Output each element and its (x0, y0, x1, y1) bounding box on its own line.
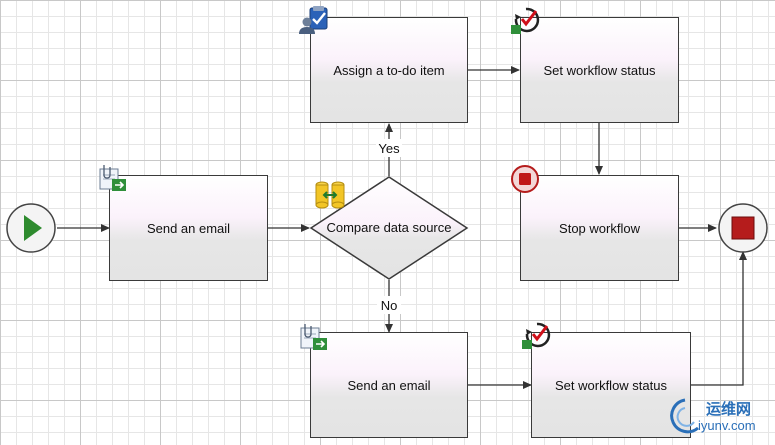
watermark: 运维网 iyunv.com (668, 396, 772, 442)
decision-node[interactable]: Compare data source (309, 176, 469, 281)
set-status-icon (511, 7, 540, 34)
watermark-cn: 运维网 (706, 401, 752, 418)
send-email-label-1: Send an email (146, 220, 231, 236)
stop-workflow-icon (511, 165, 539, 193)
watermark-en: iyunv.com (698, 418, 756, 433)
email-attachment-icon (300, 324, 327, 350)
stop-workflow-node[interactable]: Stop workflow (520, 175, 679, 281)
send-email-node-2[interactable]: Send an email (310, 332, 468, 438)
watermark-logo-icon (670, 398, 699, 434)
set-status-label-2: Set workflow status (555, 377, 667, 393)
end-node[interactable] (716, 202, 770, 256)
set-status-node-2[interactable]: Set workflow status (531, 332, 691, 438)
stop-workflow-label: Stop workflow (559, 220, 640, 236)
set-status-label-1: Set workflow status (543, 62, 656, 78)
email-attachment-icon (99, 165, 126, 191)
stop-square-icon (731, 216, 755, 240)
set-status-icon (522, 322, 551, 349)
assign-todo-label: Assign a to-do item (333, 62, 445, 78)
edge-label-yes: Yes (378, 141, 400, 156)
compare-data-source-icon (315, 181, 345, 209)
set-status-node-1[interactable]: Set workflow status (520, 17, 679, 123)
play-icon (24, 215, 42, 241)
decision-label: Compare data source (326, 220, 451, 235)
edge-status2-to-end (691, 251, 747, 386)
assign-todo-node[interactable]: Assign a to-do item (310, 17, 468, 123)
send-email-node-1[interactable]: Send an email (109, 175, 268, 281)
send-email-label-2: Send an email (347, 377, 431, 393)
todo-clipboard-icon (299, 6, 328, 34)
edge-label-no: No (381, 298, 398, 313)
start-node[interactable] (4, 202, 58, 256)
